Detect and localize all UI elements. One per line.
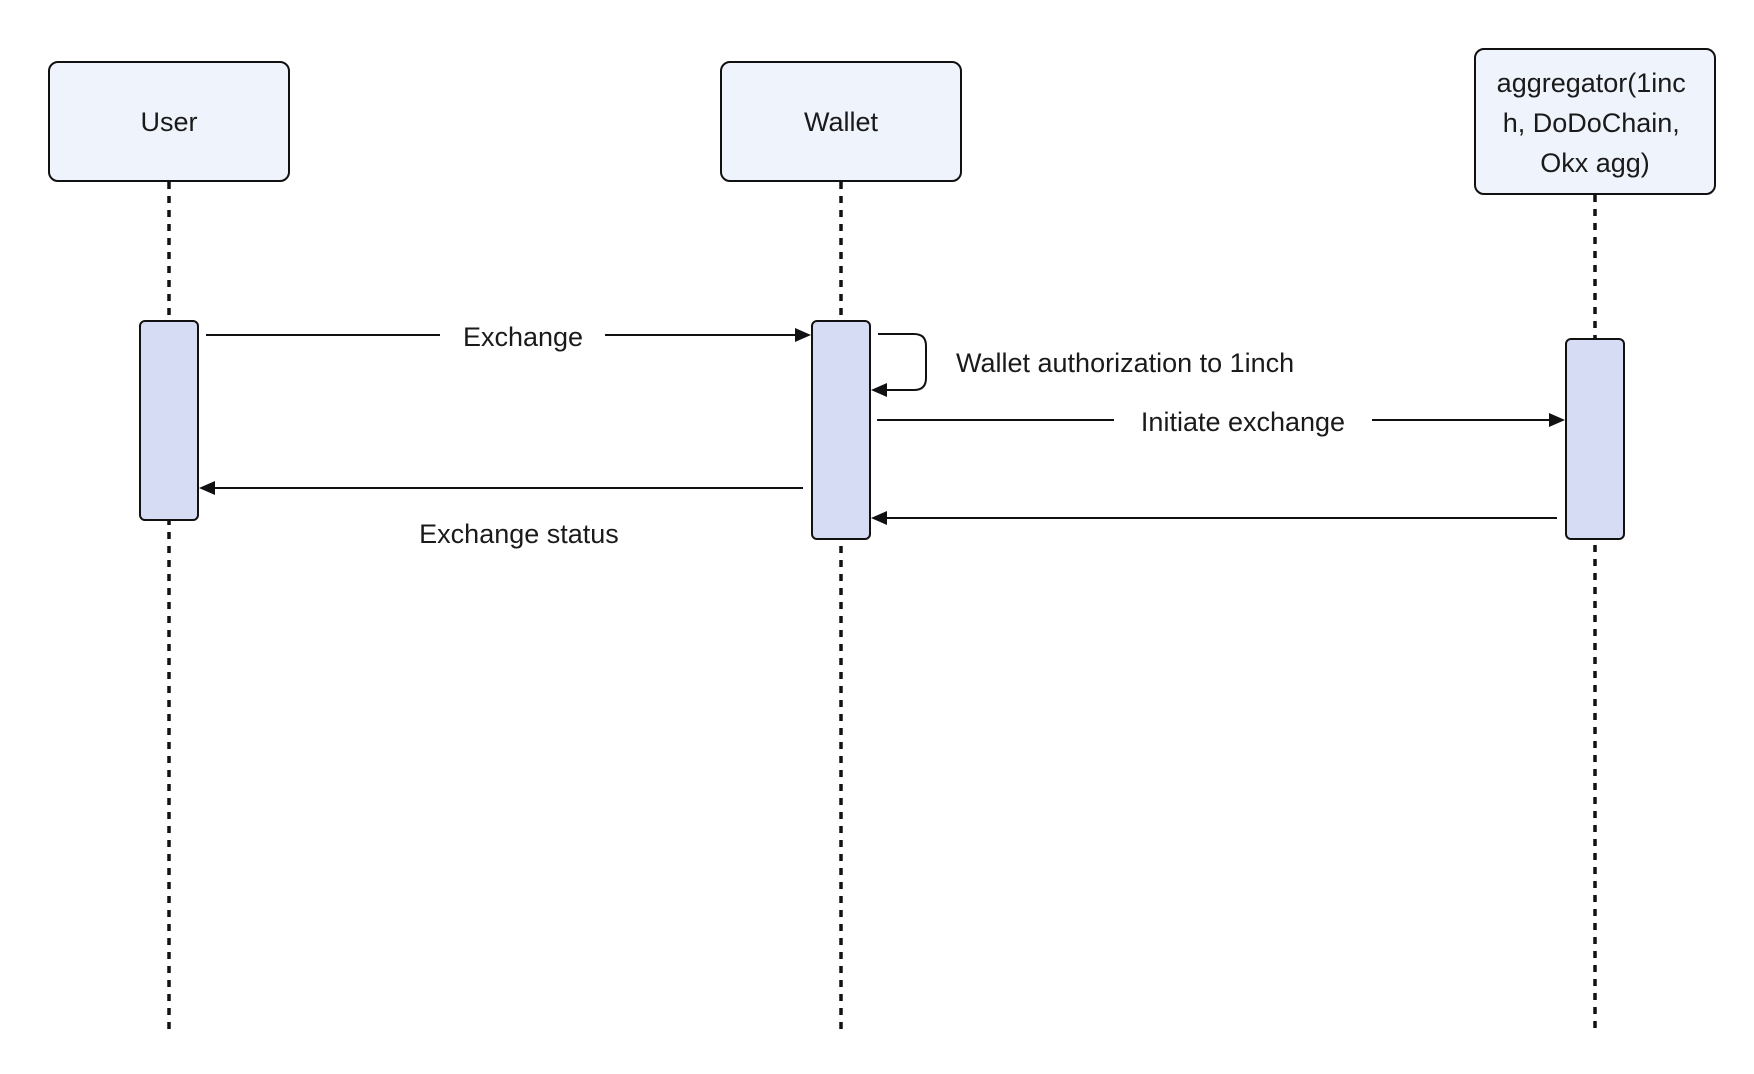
message-exchange-label: Exchange xyxy=(463,322,583,352)
message-aggregator-return-arrowhead xyxy=(871,511,887,525)
message-aggregator-return xyxy=(871,511,1557,525)
participant-user: User xyxy=(48,61,290,182)
message-initiate-exchange-arrowhead xyxy=(1549,413,1565,427)
aggregator-label-line-1: aggregator(1inc xyxy=(1497,68,1686,98)
message-exchange-status-label: Exchange status xyxy=(419,519,619,549)
message-wallet-auth-loop xyxy=(878,333,927,391)
message-exchange-status-arrowhead xyxy=(199,481,215,495)
participant-aggregator-label: aggregator(1inc h, DoDoChain, Okx agg) xyxy=(1497,68,1694,178)
message-initiate-exchange-label: Initiate exchange xyxy=(1141,407,1345,437)
message-wallet-auth: Wallet authorization to 1inch xyxy=(871,333,1294,397)
message-wallet-auth-arrowhead xyxy=(871,383,887,397)
aggregator-label-line-2: h, DoDoChain, xyxy=(1503,108,1680,138)
message-exchange-status: Exchange status xyxy=(199,481,803,549)
participant-aggregator: aggregator(1inc h, DoDoChain, Okx agg) xyxy=(1474,48,1716,195)
user-activation xyxy=(139,320,199,521)
participant-wallet-label: Wallet xyxy=(804,107,879,137)
message-exchange-arrowhead xyxy=(795,328,811,342)
message-exchange: Exchange xyxy=(206,317,811,353)
aggregator-label-line-3: Okx agg) xyxy=(1540,148,1650,178)
participant-wallet: Wallet xyxy=(720,61,962,182)
message-initiate-exchange: Initiate exchange xyxy=(877,402,1565,438)
wallet-activation xyxy=(811,320,871,540)
participant-user-label: User xyxy=(140,107,197,137)
aggregator-activation xyxy=(1565,338,1625,540)
message-wallet-auth-label: Wallet authorization to 1inch xyxy=(956,348,1294,378)
